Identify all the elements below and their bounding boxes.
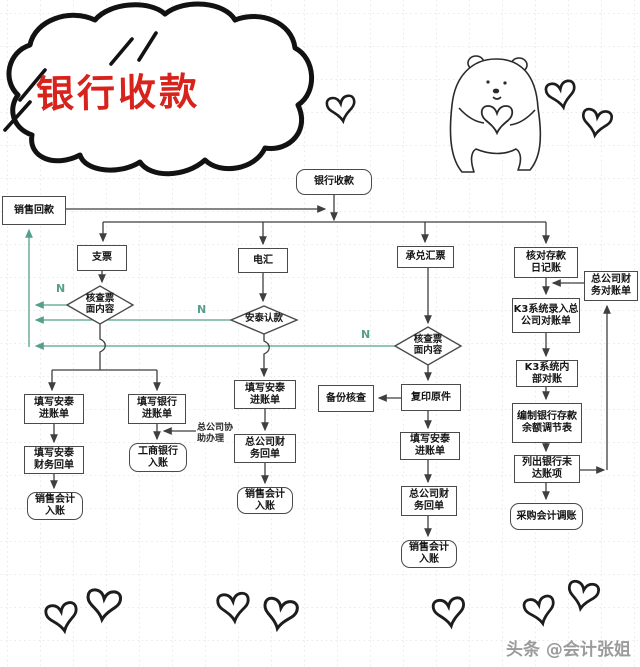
node-label: 填写安泰 — [34, 397, 74, 408]
node-label: 核对存款 — [526, 250, 566, 262]
node-k3-entry: K3系统录入总 公司对账单 — [512, 298, 580, 333]
node-label: 入账 — [419, 554, 439, 565]
return-lines — [25, 228, 395, 350]
node-label: 填写安泰 — [410, 434, 450, 445]
node-label: 复印原件 — [411, 391, 451, 403]
node-label: 工商银行 — [138, 445, 178, 457]
node-copy-original: 复印原件 — [401, 384, 461, 411]
node-label: 备份核查 — [326, 392, 366, 404]
node-label: 公司对账单 — [521, 315, 571, 327]
node-label: 入账 — [45, 506, 65, 517]
node-label: 电汇 — [253, 254, 273, 266]
node-label: 日记账 — [531, 262, 561, 274]
node-label: 进账单 — [39, 409, 69, 420]
diamond-check-cheque — [65, 285, 135, 325]
node-label: 余额调节表 — [522, 423, 572, 434]
node-label: 销售会计 — [35, 494, 75, 505]
node-hq-finance-receipt-2: 总公司财 务回单 — [401, 486, 457, 516]
diamond-label-check-cheque: 核查票 面内容 — [72, 293, 128, 316]
node-k3-internal-reconcile: K3系统内 部对账 — [516, 360, 578, 387]
node-icbc-entry: 工商银行 入账 — [129, 443, 187, 472]
node-fill-antai-slip-cheque: 填写安泰 进账单 — [24, 394, 84, 424]
annotation-line: 助办理 — [197, 434, 225, 445]
node-bank-reconciliation-table: 编制银行存款 余额调节表 — [512, 403, 582, 443]
node-sales-accounting-entry-1: 销售会计 入账 — [27, 492, 83, 520]
node-label: 进账单 — [415, 446, 445, 457]
node-label: 面内容 — [413, 344, 443, 356]
flow-connectors — [48, 195, 611, 538]
node-label: 入账 — [148, 457, 168, 469]
branch-label-n3: N — [361, 328, 371, 341]
node-label: 承兑汇票 — [405, 251, 446, 262]
node-label: 填写银行 — [137, 397, 177, 408]
node-label: 总公司财 — [591, 274, 631, 285]
node-hq-finance-statement: 总公司财 务对账单 — [584, 271, 638, 301]
node-label: 进账单 — [142, 409, 172, 420]
node-label: 列出银行未 — [522, 457, 572, 468]
node-backup-check: 备份核查 — [318, 385, 374, 412]
node-acceptance-draft: 承兑汇票 — [397, 246, 454, 268]
node-label: 填写安泰 — [245, 382, 285, 394]
node-hq-finance-receipt-1: 总公司财 务回单 — [234, 434, 296, 463]
cloud-title: 银行收款 — [35, 69, 201, 117]
node-label: 达账项 — [532, 469, 562, 480]
bear-face — [486, 80, 507, 94]
node-label: 进账单 — [250, 394, 280, 406]
node-label: 核查票 — [413, 334, 443, 345]
annotation-line: 总公司协 — [197, 423, 234, 433]
diamond-label-antai-confirm: 安泰认款 — [234, 313, 294, 325]
node-list-unmatched-items: 列出银行未 达账项 — [514, 455, 580, 483]
node-label: 面内容 — [85, 303, 115, 315]
branch-label-n1: N — [56, 282, 66, 295]
node-label: 填写安泰 — [34, 448, 74, 459]
node-fill-bank-slip: 填写银行 进账单 — [128, 394, 186, 424]
node-check-deposit-journal: 核对存款 日记账 — [514, 247, 578, 278]
diamond-antai-confirm — [229, 305, 299, 335]
branch-label-n2: N — [197, 303, 207, 316]
bear-illustration — [449, 55, 542, 173]
node-sales-accounting-entry-3: 销售会计 入账 — [401, 540, 457, 568]
node-purchase-accounting-adjust: 采购会计调账 — [510, 503, 583, 530]
node-antai-finance-receipt: 填写安泰 财务回单 — [24, 446, 84, 474]
node-label: 采购会计调账 — [516, 510, 577, 522]
node-label: 部对账 — [532, 373, 562, 385]
node-label: 务对账单 — [591, 286, 631, 297]
node-label: K3系统录入总 — [513, 303, 579, 315]
watermark: 头条 @会计张姐 — [506, 640, 631, 660]
node-label: 销售回款 — [14, 204, 54, 216]
node-cheque: 支票 — [77, 245, 127, 271]
diamond-check-draft — [393, 326, 463, 366]
node-sales-accounting-entry-2: 销售会计 入账 — [237, 487, 293, 514]
node-label: 银行收款 — [314, 176, 354, 187]
node-label: 总公司财 — [245, 436, 285, 448]
node-label: K3系统内 — [524, 361, 570, 373]
node-fill-antai-slip-wire: 填写安泰 进账单 — [234, 380, 296, 409]
cloud-accent-slashes — [3, 31, 158, 132]
cloud-doodle — [3, 1, 315, 177]
decision-diamonds — [65, 285, 463, 366]
node-label: 销售会计 — [409, 542, 449, 553]
node-label: 销售会计 — [245, 488, 285, 500]
node-label: 核查票 — [85, 293, 115, 304]
diamond-label-check-draft: 核查票 面内容 — [400, 334, 456, 357]
node-start: 银行收款 — [296, 169, 372, 195]
node-label: 编制银行存款 — [517, 411, 577, 422]
node-fill-antai-slip-draft: 填写安泰 进账单 — [400, 432, 460, 460]
node-label: 财务回单 — [34, 460, 74, 471]
node-wire-transfer: 电汇 — [238, 248, 288, 273]
node-label: 入账 — [255, 500, 275, 512]
node-label: 安泰认款 — [244, 313, 283, 324]
node-label: 支票 — [92, 252, 112, 263]
node-label: 务回单 — [414, 501, 444, 512]
annotation-hq-assist: 总公司协 助办理 — [197, 423, 241, 446]
node-label: 总公司财 — [409, 489, 449, 500]
node-sales-return: 销售回款 — [2, 196, 66, 225]
node-label: 务回单 — [250, 448, 280, 460]
